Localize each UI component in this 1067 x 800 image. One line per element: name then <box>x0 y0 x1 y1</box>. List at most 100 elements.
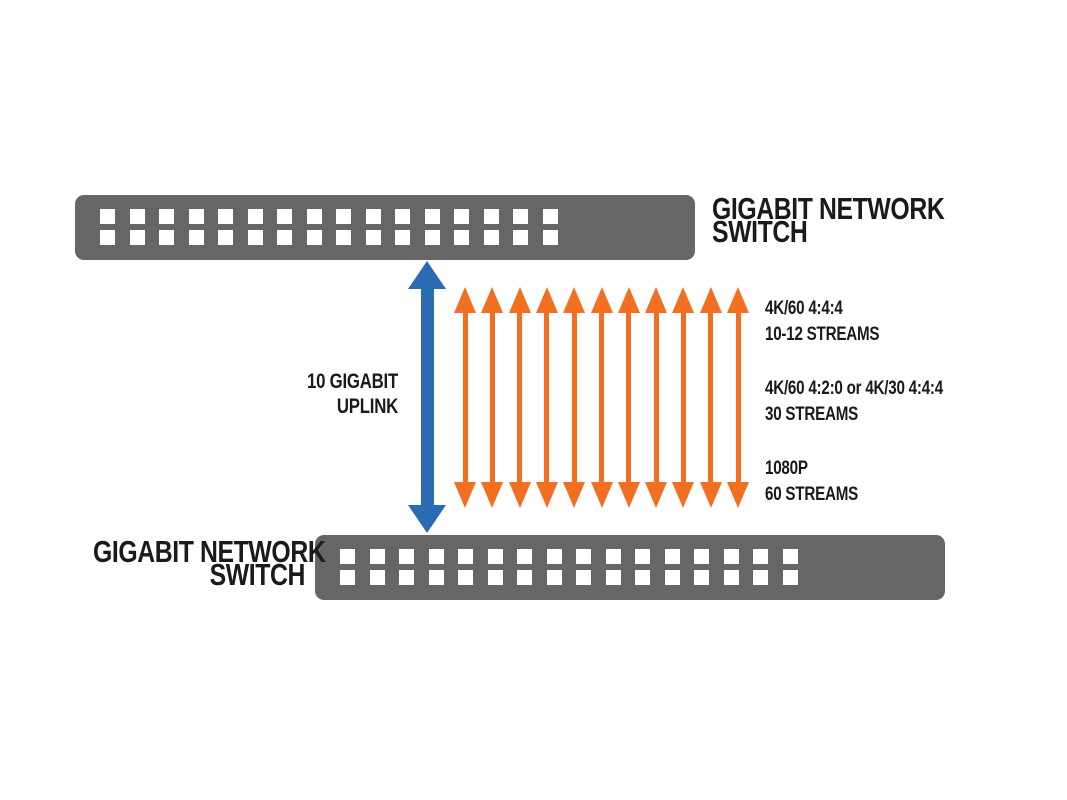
port <box>454 209 469 224</box>
port <box>782 549 798 564</box>
uplink-arrow-shaft <box>420 289 434 505</box>
port <box>635 549 650 564</box>
port <box>723 570 739 585</box>
uplink-arrowhead-down-icon <box>408 505 446 533</box>
stream-arrowhead-up-icon <box>645 287 668 313</box>
stream-arrowhead-down-icon <box>590 482 613 508</box>
port <box>129 209 145 224</box>
stream-arrowhead-down-icon <box>727 482 749 508</box>
stream-arrowhead-up-icon <box>481 287 504 313</box>
port <box>399 570 414 585</box>
port <box>513 209 528 224</box>
port <box>483 230 499 245</box>
port <box>159 230 174 245</box>
stream-arrow-icon <box>454 287 476 508</box>
port <box>513 230 528 245</box>
port <box>424 230 440 245</box>
top-switch-label-line1: GIGABIT NETWORK <box>712 191 945 226</box>
uplink-label-line1: 10 GIGABIT <box>307 370 398 393</box>
port <box>395 209 410 224</box>
stream-arrowhead-up-icon <box>454 287 476 313</box>
stream-arrowhead-up-icon <box>508 287 531 313</box>
port <box>365 209 381 224</box>
annotation-4k60-444-line2: 10-12 STREAMS <box>765 324 880 345</box>
bottom-switch-label-line2: SWITCH <box>209 557 306 592</box>
port <box>605 570 621 585</box>
port <box>487 549 503 564</box>
stream-arrow-icon <box>727 287 749 508</box>
annotation-4k60-444-line1: 4K/60 4:4:4 <box>765 298 843 319</box>
stream-arrow-shaft <box>571 313 577 482</box>
port <box>247 230 263 245</box>
port <box>399 549 414 564</box>
stream-arrowhead-down-icon <box>508 482 531 508</box>
stream-arrow-shaft <box>653 313 659 482</box>
port <box>487 570 503 585</box>
port <box>576 570 591 585</box>
uplink-label: 10 GIGABIT UPLINK <box>224 369 398 419</box>
stream-arrow-icon <box>563 287 586 508</box>
port <box>247 209 263 224</box>
stream-arrow-shaft <box>462 313 468 482</box>
port <box>340 570 355 585</box>
port <box>159 209 174 224</box>
port <box>365 230 381 245</box>
stream-arrow-shaft <box>735 313 741 482</box>
annotation-1080p-line2: 60 STREAMS <box>765 484 859 505</box>
stream-arrow-icon <box>617 287 640 508</box>
port <box>458 549 473 564</box>
port <box>454 230 469 245</box>
port <box>546 570 562 585</box>
stream-arrow-icon <box>699 287 722 508</box>
port <box>694 570 709 585</box>
port <box>218 230 233 245</box>
stream-arrow-shaft <box>599 313 604 482</box>
uplink-arrow-icon <box>408 261 446 533</box>
stream-arrowhead-down-icon <box>481 482 504 508</box>
port <box>369 549 385 564</box>
bottom-switch-label: GIGABIT NETWORK SWITCH <box>93 534 326 592</box>
port <box>369 570 385 585</box>
port <box>753 570 768 585</box>
stream-arrowhead-down-icon <box>699 482 722 508</box>
stream-arrow-icon <box>535 287 558 508</box>
stream-arrowhead-down-icon <box>672 482 695 508</box>
stream-arrowhead-up-icon <box>699 287 722 313</box>
port <box>635 570 650 585</box>
port <box>306 230 322 245</box>
port <box>100 209 115 224</box>
port <box>336 230 351 245</box>
port <box>395 230 410 245</box>
stream-arrowhead-down-icon <box>563 482 586 508</box>
port <box>458 570 473 585</box>
annotation-4k60-420-line1: 4K/60 4:2:0 or 4K/30 4:4:4 <box>765 378 943 399</box>
port <box>129 230 145 245</box>
bottom-switch-label-line1: GIGABIT NETWORK <box>93 534 326 569</box>
stream-arrowhead-down-icon <box>535 482 558 508</box>
port <box>483 209 499 224</box>
port <box>723 549 739 564</box>
stream-arrow-icon <box>590 287 613 508</box>
stream-arrowhead-up-icon <box>590 287 613 313</box>
stream-arrow-shaft <box>708 313 714 482</box>
port <box>336 209 351 224</box>
stream-arrowhead-down-icon <box>645 482 668 508</box>
stream-arrow-icon <box>481 287 504 508</box>
port <box>100 230 115 245</box>
uplink-label-line2: UPLINK <box>336 395 398 418</box>
stream-arrowhead-up-icon <box>535 287 558 313</box>
annotation-4k60-420-line2: 30 STREAMS <box>765 404 859 425</box>
port <box>517 549 532 564</box>
port <box>664 549 680 564</box>
port <box>428 570 444 585</box>
stream-arrow-shaft <box>544 313 550 482</box>
port <box>277 209 292 224</box>
port <box>694 549 709 564</box>
port <box>542 209 558 224</box>
port <box>664 570 680 585</box>
top-switch-ports <box>100 209 558 245</box>
port <box>188 209 204 224</box>
port <box>218 209 233 224</box>
stream-arrow-shaft <box>626 313 632 482</box>
